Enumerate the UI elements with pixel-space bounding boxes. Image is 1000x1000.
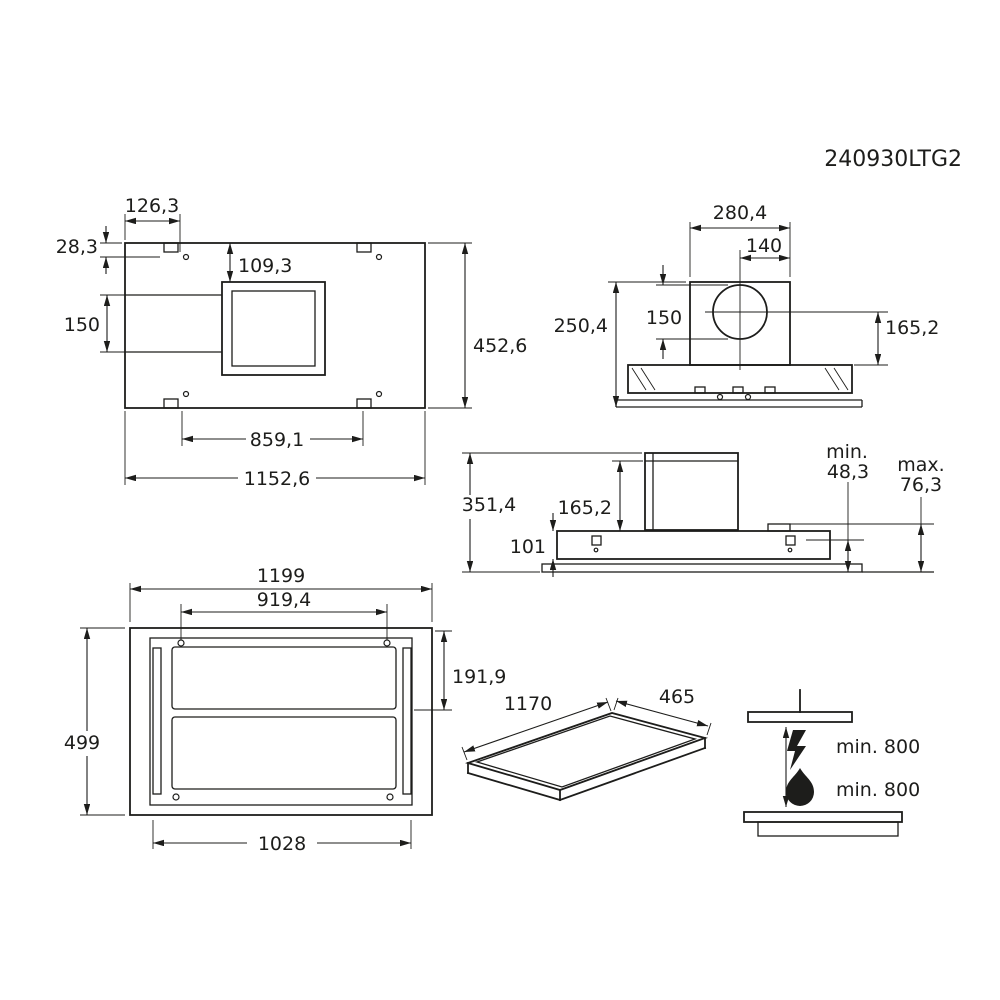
dim-motor-height: 165,2 xyxy=(558,497,612,519)
dim-panel-3d-depth: 465 xyxy=(659,686,695,708)
flame-icon xyxy=(786,768,814,806)
dim-bottom-width: 1199 xyxy=(257,565,305,587)
dim-spigot-box-width: 280,4 xyxy=(713,202,767,224)
mounting-bracket xyxy=(163,242,179,253)
side-rail xyxy=(402,647,412,795)
glass-panel xyxy=(171,716,397,790)
front-view: 280,4 140 250,4 150 165,2 xyxy=(554,202,939,408)
installation-view: min. 800 min. 800 xyxy=(743,689,920,837)
hood-symbol xyxy=(747,711,853,723)
dim-front-total-height: 250,4 xyxy=(554,315,608,337)
dim-width: 1152,6 xyxy=(244,468,310,490)
dim-panel-width: 919,4 xyxy=(257,589,311,611)
mounting-bracket xyxy=(356,398,372,409)
dim-depth: 452,6 xyxy=(473,335,527,357)
dim-panel-depth: 191,9 xyxy=(452,666,506,688)
hob-symbol xyxy=(743,811,903,823)
motor-box xyxy=(644,452,739,531)
dim-min-label: min. xyxy=(826,441,868,463)
dim-bottom-depth: 499 xyxy=(64,732,100,754)
bottom-view: 1199 919,4 191,9 499 1028 xyxy=(64,565,507,855)
dim-bracket-offset-y: 28,3 xyxy=(56,236,98,258)
gas-clearance-label: min. 800 xyxy=(836,779,920,801)
top-view: 126,3 28,3 109,3 150 452,6 859,1 1152,6 xyxy=(56,195,528,490)
channel-body xyxy=(556,530,831,560)
dim-spigot-diameter: 150 xyxy=(646,307,682,329)
dim-panel-length: 1170 xyxy=(504,693,552,715)
mounting-bracket xyxy=(163,398,179,409)
dim-inner-width: 1028 xyxy=(258,833,306,855)
dim-max-value: 76,3 xyxy=(900,474,942,496)
panel-3d-view: 1170 465 xyxy=(461,686,712,802)
dim-channel-height: 101 xyxy=(510,536,546,558)
glass-panel xyxy=(171,646,397,710)
lightning-icon xyxy=(787,730,806,770)
mounting-bracket xyxy=(356,242,372,253)
electric-clearance-label: min. 800 xyxy=(836,736,920,758)
dim-bracket-offset-x: 126,3 xyxy=(125,195,179,217)
drawing-id: 240930LTG2 xyxy=(824,147,962,172)
dim-max-label: max. xyxy=(897,454,944,476)
dim-spigot-center-offset: 140 xyxy=(746,235,782,257)
dim-duct-channel-width: 150 xyxy=(64,314,100,336)
side-view: 351,4 165,2 101 min. 48,3 max. 76,3 xyxy=(462,441,945,577)
dim-min-value: 48,3 xyxy=(827,461,869,483)
dim-bracket-span: 859,1 xyxy=(250,429,304,451)
dim-spigot-height: 165,2 xyxy=(885,317,939,339)
dim-side-total-height: 351,4 xyxy=(462,494,516,516)
side-rail xyxy=(152,647,162,795)
dim-duct-offset: 109,3 xyxy=(238,255,292,277)
duct-box xyxy=(221,281,326,376)
